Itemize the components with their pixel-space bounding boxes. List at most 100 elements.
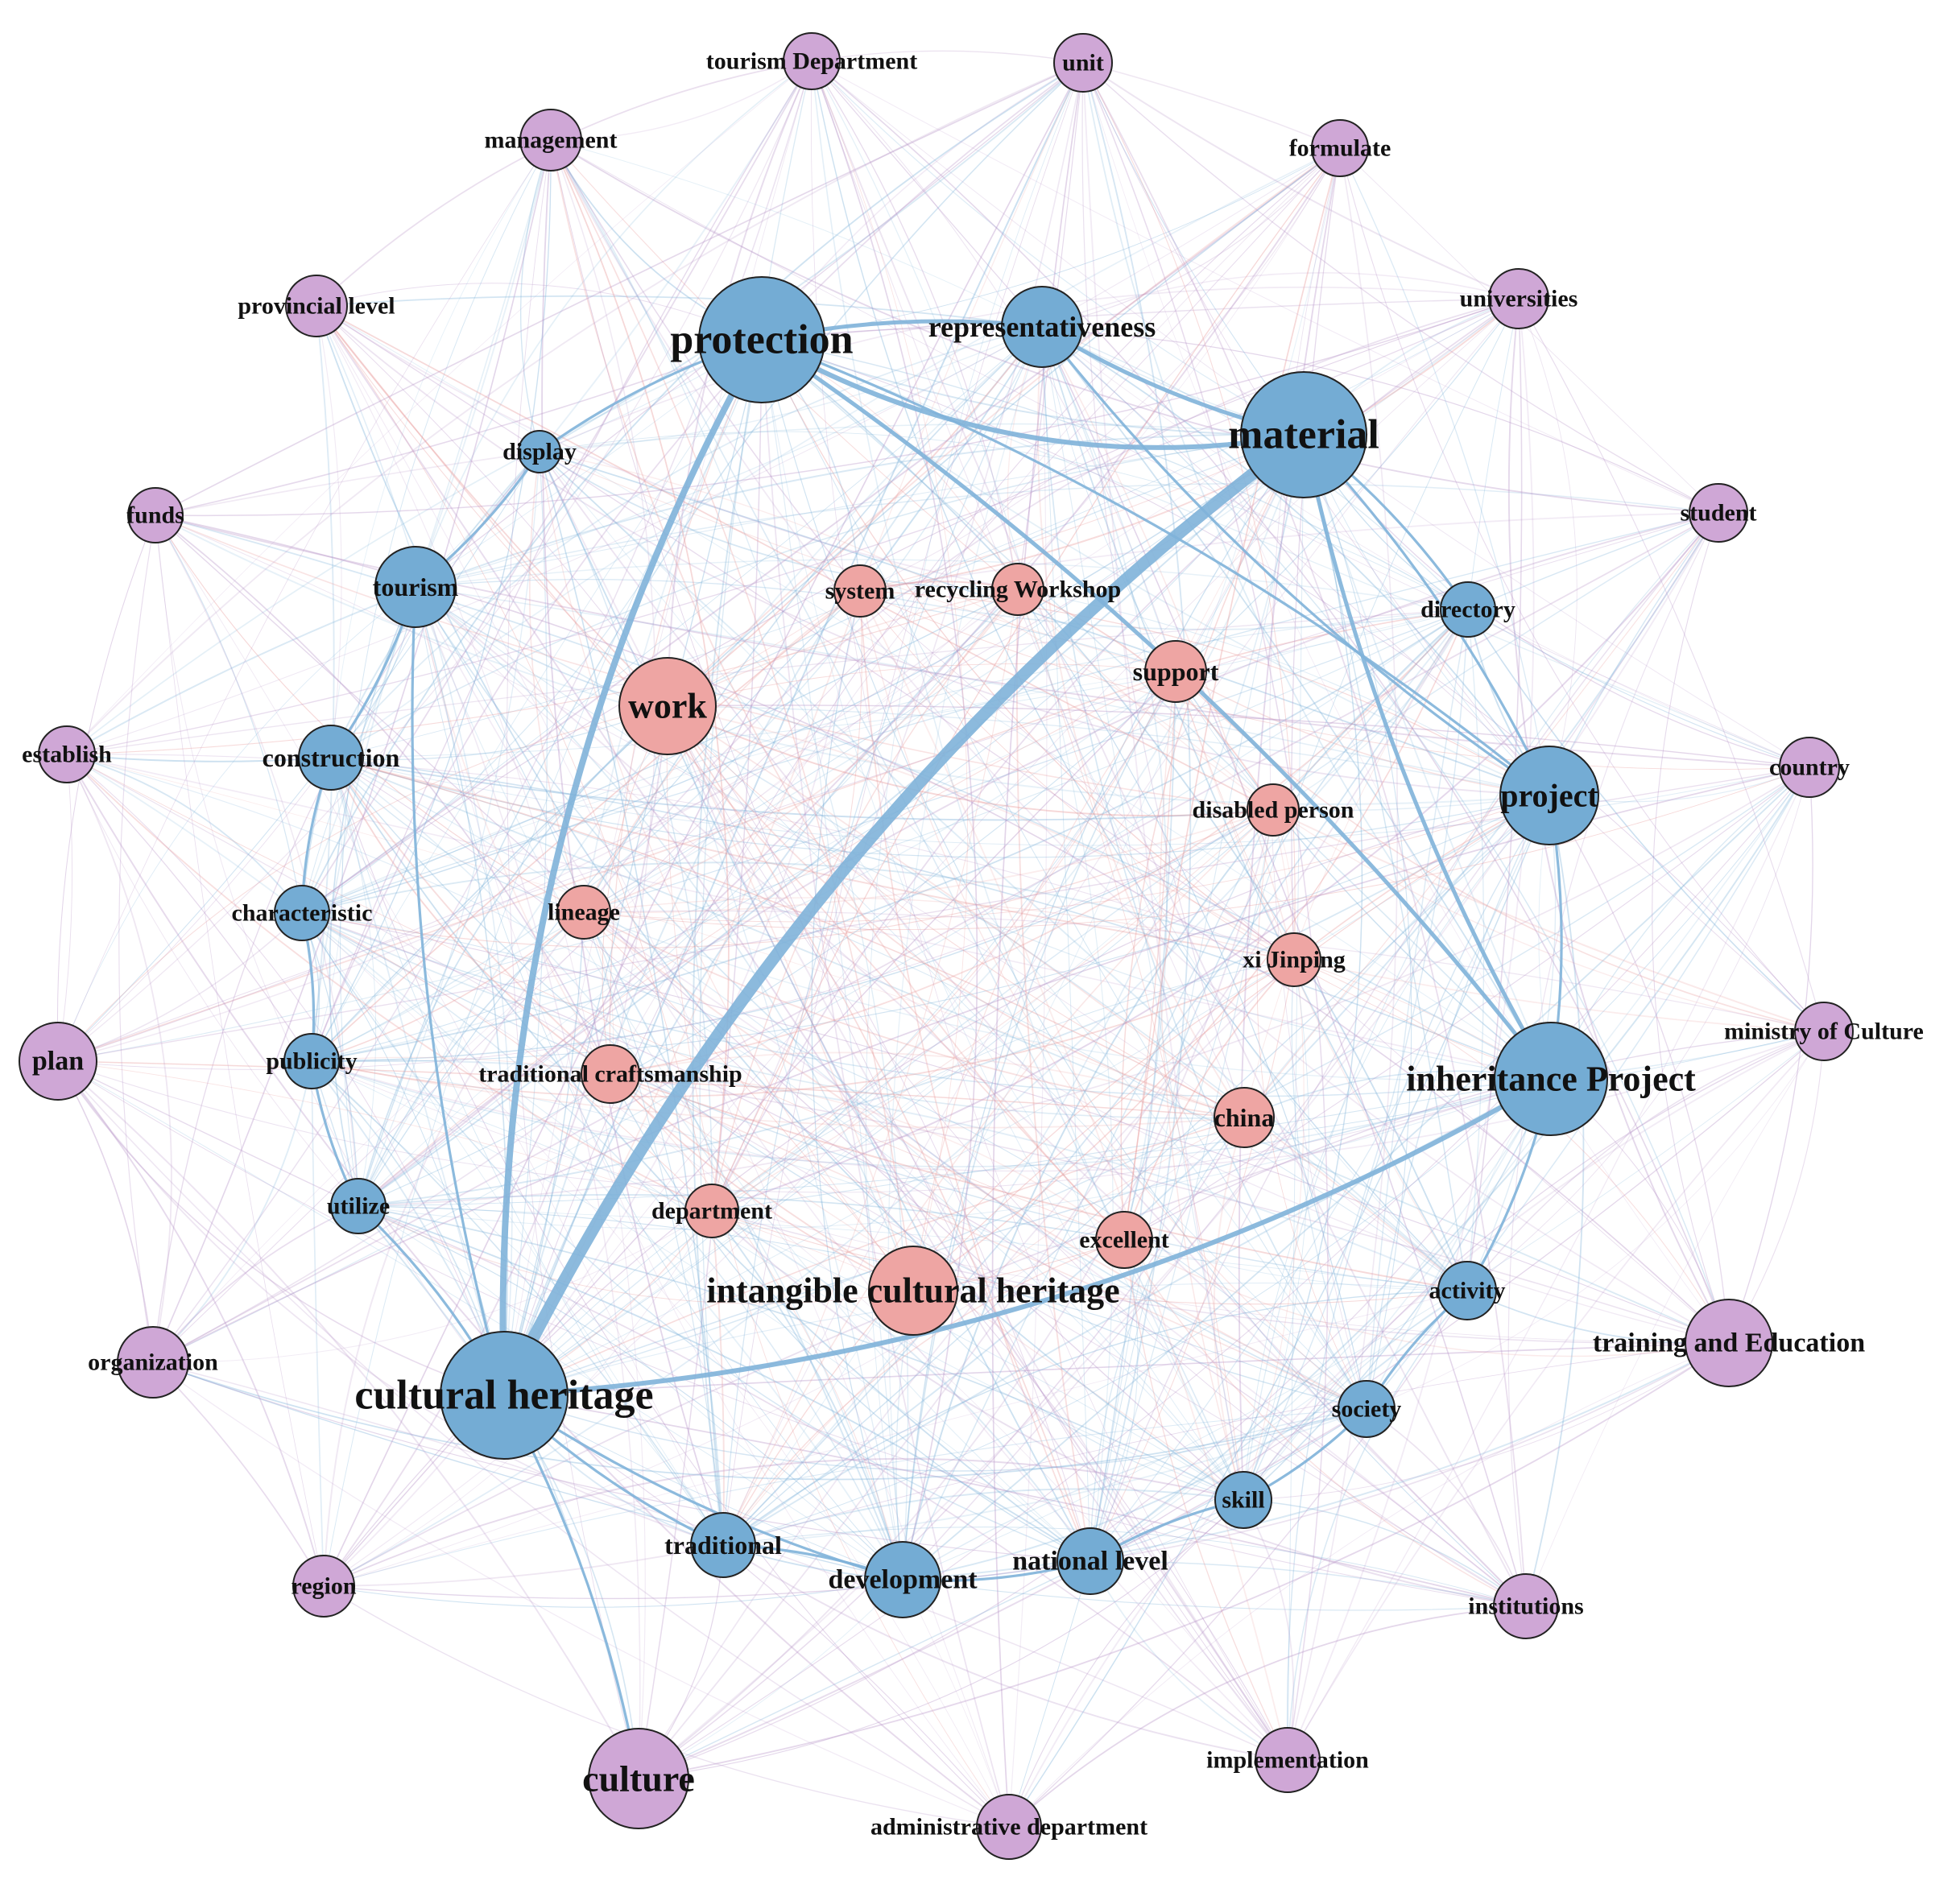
node-label-unit: unit bbox=[1062, 50, 1104, 76]
edge bbox=[330, 757, 1245, 1118]
node-label-culture: culture bbox=[582, 1758, 695, 1799]
edge bbox=[1467, 609, 1825, 1032]
edge bbox=[152, 1073, 611, 1363]
edge bbox=[66, 433, 1305, 755]
edge bbox=[610, 1073, 914, 1291]
edge bbox=[1243, 609, 1469, 1501]
edge bbox=[583, 910, 1825, 1032]
node-cultural-heritage bbox=[440, 1331, 569, 1460]
edge bbox=[301, 912, 1010, 1828]
edge bbox=[667, 705, 914, 1291]
edge bbox=[503, 589, 1019, 1396]
node-label-establish: establish bbox=[22, 742, 112, 768]
edge bbox=[316, 305, 1125, 1241]
edge bbox=[152, 1210, 713, 1363]
edge bbox=[1243, 809, 1305, 1501]
edge bbox=[638, 1117, 1245, 1779]
edge bbox=[311, 139, 552, 1062]
edge bbox=[311, 795, 1550, 1062]
edge bbox=[311, 1060, 1468, 1291]
edge bbox=[1090, 512, 1719, 1562]
edge bbox=[1272, 809, 1825, 1032]
edge bbox=[539, 451, 713, 1212]
edge bbox=[66, 754, 904, 1580]
edge bbox=[1243, 1499, 1295, 1761]
node-traditional bbox=[690, 1512, 756, 1578]
node-label-administrative-department: administrative department bbox=[870, 1814, 1147, 1841]
edge bbox=[539, 423, 1305, 452]
edge bbox=[301, 912, 1552, 1097]
edge bbox=[638, 959, 1295, 1779]
edge bbox=[311, 1060, 1730, 1344]
edge bbox=[323, 1457, 1244, 1587]
edge bbox=[1037, 326, 1245, 1118]
edge bbox=[358, 705, 668, 1207]
edge bbox=[301, 912, 1244, 1501]
edge bbox=[1082, 62, 1341, 149]
edge bbox=[301, 589, 1019, 914]
edge bbox=[301, 912, 1367, 1410]
node-label-student: student bbox=[1680, 500, 1756, 527]
edge bbox=[1243, 1290, 1468, 1501]
edge bbox=[1041, 326, 1176, 672]
edge bbox=[859, 590, 1469, 630]
edge bbox=[761, 339, 1010, 1828]
edge bbox=[57, 1060, 325, 1587]
edge bbox=[358, 795, 1550, 1207]
edge bbox=[311, 586, 416, 1062]
edge bbox=[311, 1060, 1367, 1410]
edge bbox=[1090, 298, 1520, 1562]
edge bbox=[316, 305, 342, 758]
edge bbox=[330, 609, 1469, 758]
edge bbox=[1287, 298, 1535, 1761]
edge bbox=[711, 1210, 1091, 1562]
edge bbox=[152, 1205, 359, 1363]
node-label-support: support bbox=[1133, 657, 1219, 686]
node-activity bbox=[1437, 1261, 1497, 1320]
node-label-publicity: publicity bbox=[266, 1048, 357, 1075]
edge bbox=[358, 1205, 1367, 1410]
edge bbox=[1082, 62, 1192, 1562]
edge bbox=[1090, 795, 1550, 1562]
edge bbox=[57, 757, 332, 1062]
edge bbox=[1041, 326, 1550, 796]
edge bbox=[667, 705, 1091, 1562]
edge bbox=[666, 705, 1010, 1828]
edge bbox=[550, 139, 1043, 328]
edge bbox=[610, 1073, 1367, 1410]
edge bbox=[539, 60, 813, 452]
edge bbox=[330, 757, 1091, 1562]
node-label-management: management bbox=[485, 127, 618, 154]
edge bbox=[667, 705, 1245, 1118]
edge bbox=[311, 305, 335, 1062]
edge bbox=[1728, 766, 1813, 1344]
edge bbox=[610, 609, 1469, 1075]
node-label-cultural-heritage: cultural heritage bbox=[354, 1373, 653, 1419]
edge bbox=[550, 139, 861, 592]
edge bbox=[155, 514, 325, 1587]
edge bbox=[761, 339, 1552, 1080]
node-label-project: project bbox=[1500, 778, 1598, 814]
edge bbox=[711, 512, 1719, 1212]
edge bbox=[583, 326, 1043, 913]
node-organization bbox=[117, 1326, 189, 1399]
edge bbox=[1175, 671, 1468, 1291]
edge bbox=[1339, 147, 1719, 514]
edge bbox=[152, 60, 813, 1363]
edge bbox=[583, 766, 1810, 931]
edge bbox=[583, 589, 1019, 913]
strong-edge bbox=[760, 338, 1551, 797]
edge bbox=[415, 60, 813, 588]
edge bbox=[311, 809, 1274, 1062]
edge bbox=[66, 754, 713, 1212]
edge bbox=[761, 339, 1468, 1291]
node-label-display: display bbox=[502, 439, 577, 465]
edge bbox=[1082, 62, 1730, 1344]
edge bbox=[583, 911, 1552, 1081]
edge bbox=[722, 1527, 1527, 1607]
edge bbox=[1243, 795, 1550, 1501]
edge bbox=[722, 326, 1043, 1546]
node-label-material: material bbox=[1228, 412, 1379, 458]
edge bbox=[722, 589, 1019, 1546]
node-excellent bbox=[1095, 1211, 1153, 1269]
